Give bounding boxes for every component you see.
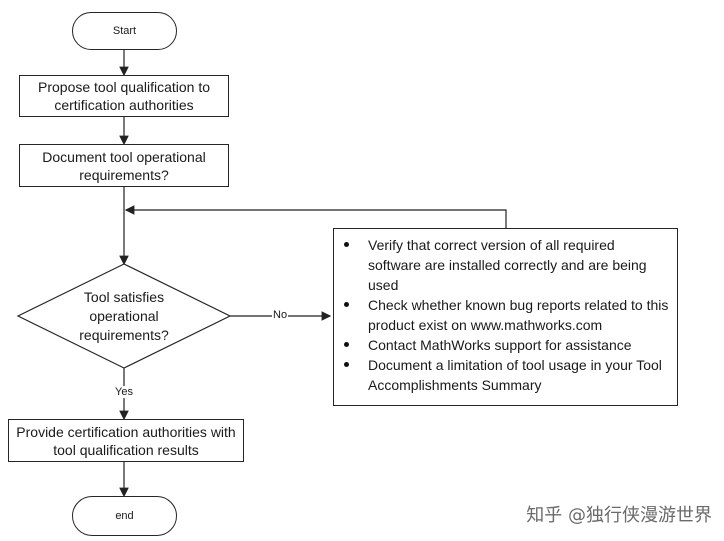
bullet-icon — [344, 242, 349, 247]
remediation-item: Verify that correct version of all requi… — [338, 235, 669, 295]
bullet-icon — [344, 342, 349, 347]
remediation-item: Document a limitation of tool usage in y… — [338, 355, 669, 395]
decision-label: Tool satisfies operational requirements? — [79, 289, 169, 343]
yes-edge-label: Yes — [114, 386, 134, 398]
remediation-actions-box: Verify that correct version of all requi… — [333, 228, 678, 406]
end-label: end — [115, 510, 134, 522]
start-label: Start — [112, 25, 137, 37]
provide-results-label: Provide certification authorities with t… — [16, 423, 236, 458]
arrow-note-loop-back — [124, 205, 507, 228]
remediation-item-text: Document a limitation of tool usage in y… — [368, 357, 662, 393]
end-terminator: end — [72, 496, 177, 536]
remediation-item: Check whether known bug reports related … — [338, 295, 669, 335]
remediation-item-text: Contact MathWorks support for assistance — [368, 337, 632, 353]
remediation-item: Contact MathWorks support for assistance — [338, 335, 669, 355]
remediation-item-text: Check whether known bug reports related … — [368, 297, 669, 333]
propose-qualification-step: Propose tool qualification to certificat… — [19, 75, 229, 117]
remediation-list: Verify that correct version of all requi… — [338, 235, 669, 395]
start-terminator: Start — [72, 12, 177, 50]
watermark: 知乎 @独行侠漫游世界 — [526, 505, 712, 526]
no-edge-label: No — [272, 309, 289, 321]
bullet-icon — [344, 362, 349, 367]
bullet-icon — [344, 302, 349, 307]
document-requirements-step: Document tool operational requirements? — [19, 144, 229, 187]
propose-qualification-label: Propose tool qualification to certificat… — [38, 79, 210, 113]
decision-diamond — [16, 263, 232, 369]
provide-results-step: Provide certification authorities with t… — [8, 419, 244, 462]
remediation-item-text: Verify that correct version of all requi… — [368, 237, 647, 293]
document-requirements-label: Document tool operational requirements? — [42, 148, 206, 183]
